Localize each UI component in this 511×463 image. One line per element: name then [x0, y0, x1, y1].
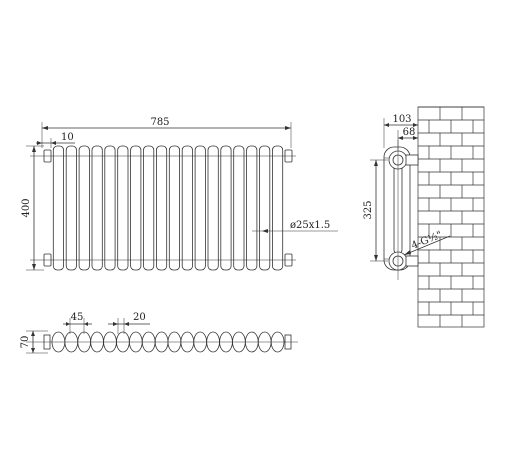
front-column: [246, 145, 258, 271]
front-column: [181, 145, 193, 271]
front-column: [65, 145, 77, 271]
gap-dimension: 20: [108, 312, 150, 334]
end-offset-label: 10: [61, 132, 74, 143]
front-column: [143, 145, 155, 271]
centers-label: 325: [363, 200, 374, 219]
front-column: [168, 145, 181, 271]
front-columns: [52, 145, 284, 271]
side-radiator: [383, 140, 419, 280]
top-view: 70 45 20: [20, 312, 298, 354]
side-depth-dimension: 103: [383, 114, 418, 148]
front-column: [220, 145, 232, 271]
front-column: [78, 145, 90, 271]
front-column: [91, 145, 103, 271]
front-column: [259, 145, 271, 271]
top-depth-dimension: 70: [20, 330, 48, 354]
width-label: 785: [150, 117, 169, 128]
centers-dimension: 325: [363, 159, 388, 262]
wall-offset-dimension: 68: [397, 127, 418, 150]
pitch-dimension: 45: [63, 312, 92, 334]
front-column: [155, 145, 168, 271]
front-column: [52, 145, 64, 271]
wall-bricks: [418, 106, 484, 327]
brick-wall: [417, 106, 485, 328]
height-label: 400: [21, 198, 32, 217]
top-depth-label: 70: [20, 336, 31, 349]
front-column: [271, 145, 284, 271]
wall-offset-label: 68: [403, 127, 416, 138]
pipe-dimension: ø25x1.5: [252, 220, 338, 233]
end-offset-dimension: 10: [36, 132, 75, 148]
width-dimension: 785: [41, 117, 292, 148]
pipe-label: ø25x1.5: [290, 220, 330, 231]
front-column: [130, 145, 142, 271]
side-view: 103 68 325 4-G½": [363, 106, 485, 328]
front-column: [104, 145, 116, 271]
front-column: [233, 145, 245, 271]
lower-bracket: [405, 255, 419, 267]
front-column: [117, 145, 129, 271]
gap-label: 20: [133, 312, 146, 323]
front-view: 785 10 400 ø25x1.5: [21, 117, 338, 271]
side-depth-label: 103: [392, 114, 411, 125]
front-column: [207, 145, 219, 271]
upper-bracket: [405, 154, 419, 166]
front-column: [194, 145, 206, 271]
height-dimension: 400: [21, 145, 44, 271]
pitch-label: 45: [71, 312, 84, 323]
